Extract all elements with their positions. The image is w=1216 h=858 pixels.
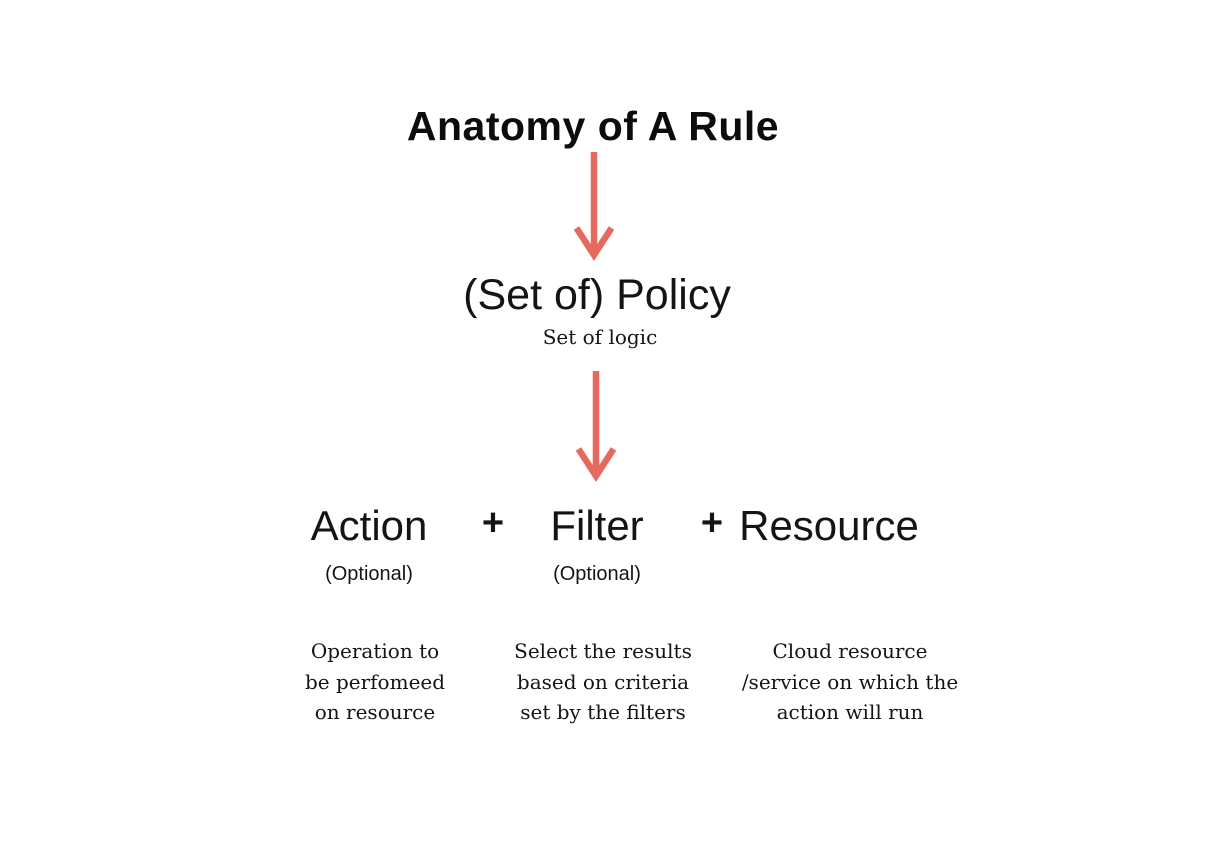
policy-subheading: Set of logic [542, 325, 658, 349]
component-label-resource: Resource [739, 502, 919, 549]
description-filter: Select the results based on criteria set… [514, 639, 692, 724]
description-resource: Cloud resource /service on which the act… [741, 639, 959, 724]
description-action: Operation to be perfomeed on resource [304, 639, 446, 724]
down-arrow-stroke [575, 371, 617, 482]
optional-label-filter: (Optional) [553, 563, 641, 585]
component-label-action: Action [310, 502, 428, 549]
component-label-filter: Filter [550, 502, 644, 549]
optional-label-action: (Optional) [325, 563, 413, 585]
plus-sign: + [700, 502, 724, 544]
plus-sign: + [481, 502, 505, 544]
diagram-title: Anatomy of A Rule [406, 103, 780, 149]
policy-heading: (Set of) Policy [463, 271, 731, 319]
down-arrow-stroke [573, 152, 615, 261]
down-arrow-icon [573, 152, 615, 261]
down-arrow-icon [575, 371, 617, 482]
